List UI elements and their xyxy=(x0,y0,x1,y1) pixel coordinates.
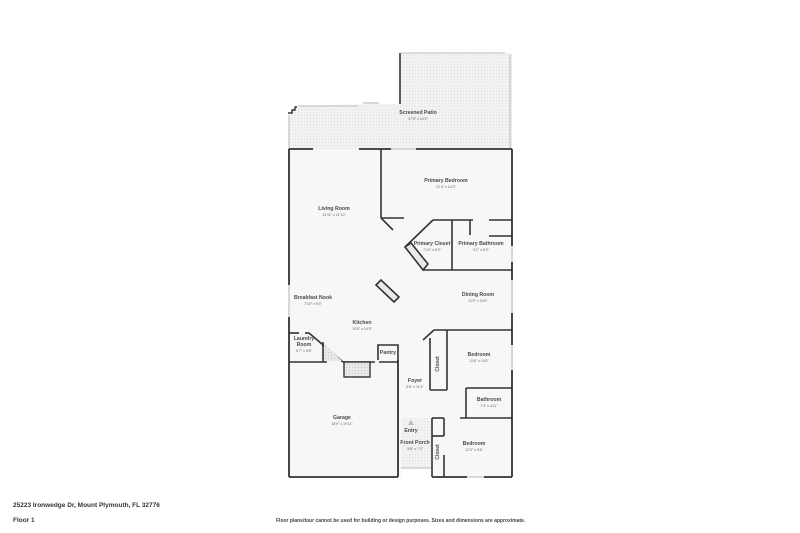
room-name: Primary Bathroom xyxy=(458,240,504,247)
house-floor xyxy=(289,149,512,477)
fixtures xyxy=(324,343,371,378)
room-name: Pantry xyxy=(379,350,397,357)
room-dimensions: 9'1" x 8'3" xyxy=(473,247,489,252)
room-name: Bathroom xyxy=(476,396,502,403)
room-name: Screened Patio xyxy=(399,109,437,116)
room-laundry-room: Laundry Room 5'7" x 5'8" xyxy=(293,335,315,353)
disclaimer-text: Floor plans/tour cannot be used for buil… xyxy=(276,518,526,524)
room-name: Bedroom xyxy=(462,440,486,447)
room-dimensions: 15'11" x 21'10" xyxy=(322,212,346,217)
room-dimensions: 12'5" x 9'8" xyxy=(465,447,483,452)
room-dimensions: 15'5" x 14'9" xyxy=(352,326,372,331)
room-dimensions: 7'4" x 4'11" xyxy=(480,403,498,408)
room-pantry: Pantry xyxy=(379,350,397,357)
room-bedroom-1: Bedroom 11'6" x 10'0" xyxy=(467,351,491,363)
room-dimensions: 11'0" x 10'0" xyxy=(468,298,488,303)
room-primary-closet: Primary Closet 7'10" x 8'3" xyxy=(413,240,451,252)
room-name: Front Porch xyxy=(400,439,430,446)
room-name: Living Room xyxy=(318,205,350,212)
room-dimensions: 7'10" x 8'3" xyxy=(423,247,441,252)
room-name: Kitchen xyxy=(352,319,372,326)
room-dimensions: 11'6" x 10'0" xyxy=(469,358,489,363)
closet-label-bedroom-2: Closet xyxy=(435,444,441,460)
room-name: Entry xyxy=(404,428,418,435)
room-dimensions: 5'8" x 11'4" xyxy=(406,384,424,389)
room-name: Laundry Room xyxy=(293,335,315,348)
screened-patio-area xyxy=(288,52,512,149)
room-name: Dining Room xyxy=(461,291,495,298)
room-primary-bedroom: Primary Bedroom 22'4" x 14'3" xyxy=(424,177,468,189)
room-breakfast-nook: Breakfast Nook 7'10" x 9'4" xyxy=(293,294,333,306)
room-name: Primary Bedroom xyxy=(424,177,468,184)
room-front-porch: Front Porch 5'8" x 7'2" xyxy=(400,439,430,451)
room-screened-patio: Screened Patio 37'5" x 14'2" xyxy=(399,109,437,121)
floor-label: Floor 1 xyxy=(13,517,35,524)
property-address: 25223 Ironwedge Dr, Mount Plymouth, FL 3… xyxy=(13,502,160,509)
room-name: Bedroom xyxy=(467,351,491,358)
room-dimensions: 7'10" x 9'4" xyxy=(304,301,322,306)
room-entry: Entry xyxy=(404,428,418,435)
room-name: Foyer xyxy=(407,377,423,384)
room-name: Primary Closet xyxy=(413,240,451,247)
room-dimensions: 22'4" x 14'3" xyxy=(436,184,456,189)
room-foyer: Foyer 5'8" x 11'4" xyxy=(406,377,424,389)
room-dimensions: 18'9" x 19'11" xyxy=(331,421,353,426)
room-kitchen: Kitchen 15'5" x 14'9" xyxy=(352,319,372,331)
room-name: Breakfast Nook xyxy=(293,294,333,301)
room-dimensions: 37'5" x 14'2" xyxy=(408,116,428,121)
windows xyxy=(288,148,513,478)
room-dimensions: 5'8" x 7'2" xyxy=(407,446,423,451)
room-dimensions: 5'7" x 5'8" xyxy=(296,348,312,353)
exterior-walls xyxy=(288,148,513,478)
room-garage: Garage 18'9" x 19'11" xyxy=(331,414,353,426)
interior-walls xyxy=(289,149,512,477)
room-bedroom-2: Bedroom 12'5" x 9'8" xyxy=(462,440,486,452)
room-dining-room: Dining Room 11'0" x 10'0" xyxy=(461,291,495,303)
room-primary-bathroom: Primary Bathroom 9'1" x 8'3" xyxy=(458,240,504,252)
room-living-room: Living Room 15'11" x 21'10" xyxy=(318,205,350,217)
closet-label-bedroom-1: Closet xyxy=(435,356,441,372)
entry-arrow-icon xyxy=(408,420,414,425)
room-bathroom: Bathroom 7'4" x 4'11" xyxy=(476,396,502,408)
room-name: Garage xyxy=(333,414,351,421)
